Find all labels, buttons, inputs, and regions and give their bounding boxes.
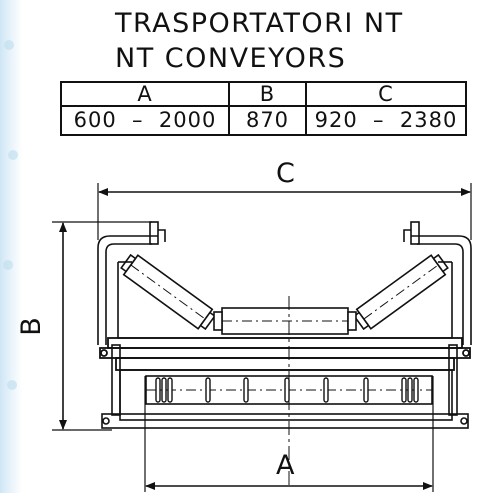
right-side-frame — [403, 221, 472, 416]
dimension-line-a — [144, 376, 434, 492]
dimension-label-b: B — [15, 317, 47, 336]
header-c: C — [305, 81, 467, 107]
title-english: NT CONVEYORS — [115, 43, 347, 74]
dimension-label-a: A — [276, 450, 295, 481]
dimension-table: A B C 600 – 2000 870 920 – 2380 — [60, 81, 467, 136]
dimension-line-b — [52, 221, 152, 431]
header-b: B — [228, 81, 307, 107]
header-a: A — [60, 81, 230, 107]
value-c: 920 – 2380 — [305, 105, 467, 136]
title-italian: TRASPORTATORI NT — [115, 8, 404, 39]
dimension-table-value-row: 600 – 2000 870 920 – 2380 — [60, 105, 467, 136]
edge-spot — [4, 40, 14, 50]
left-wing-idler — [120, 253, 216, 331]
value-b: 870 — [228, 105, 307, 136]
edge-spot — [3, 260, 13, 270]
cross-beams — [99, 337, 471, 371]
dimension-label-c: C — [276, 158, 295, 189]
dimension-table-header-row: A B C — [60, 81, 467, 107]
left-side-frame — [97, 221, 166, 416]
left-edge-decoration — [0, 0, 22, 493]
center-idler — [213, 307, 357, 335]
edge-spot — [8, 150, 18, 160]
right-wing-idler — [353, 253, 449, 331]
dimension-line-c — [97, 183, 472, 240]
return-idler-rings — [155, 377, 419, 403]
edge-spot — [7, 380, 17, 390]
value-a: 600 – 2000 — [60, 105, 230, 136]
